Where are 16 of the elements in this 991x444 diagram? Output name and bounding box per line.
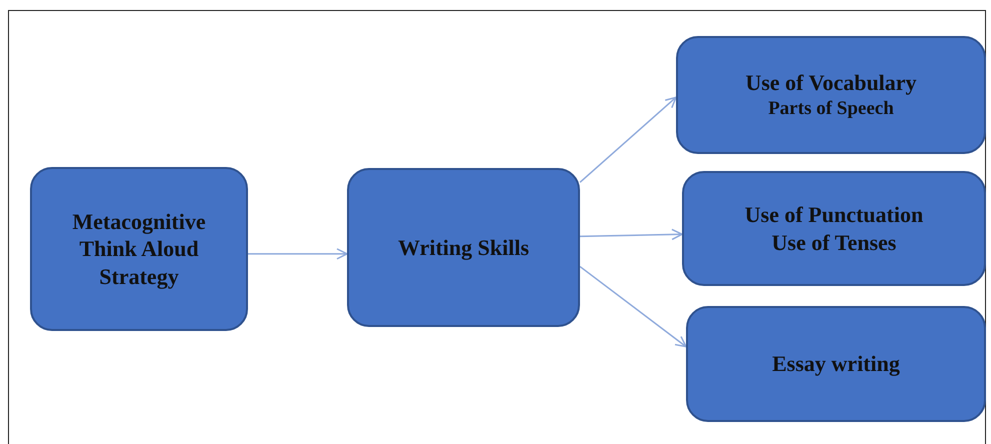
box-label: Parts of Speech [768, 96, 894, 121]
process-box [682, 171, 986, 286]
box-label: Use of Punctuation [744, 201, 924, 228]
box-label: Writing Skills [398, 234, 530, 262]
process-box [30, 167, 248, 331]
arrow [580, 228, 683, 240]
box-label: Metacognitive Think Aloud Strategy [71, 208, 207, 290]
process-box [347, 168, 580, 327]
box-label: Use of Tenses [772, 228, 896, 256]
box-label: Use of Vocabulary [745, 69, 917, 97]
arrow [580, 266, 687, 348]
box-label: Essay writing [772, 350, 900, 378]
process-box [686, 306, 986, 422]
arrow [580, 96, 677, 183]
process-box [676, 36, 986, 154]
arrow [248, 248, 348, 260]
